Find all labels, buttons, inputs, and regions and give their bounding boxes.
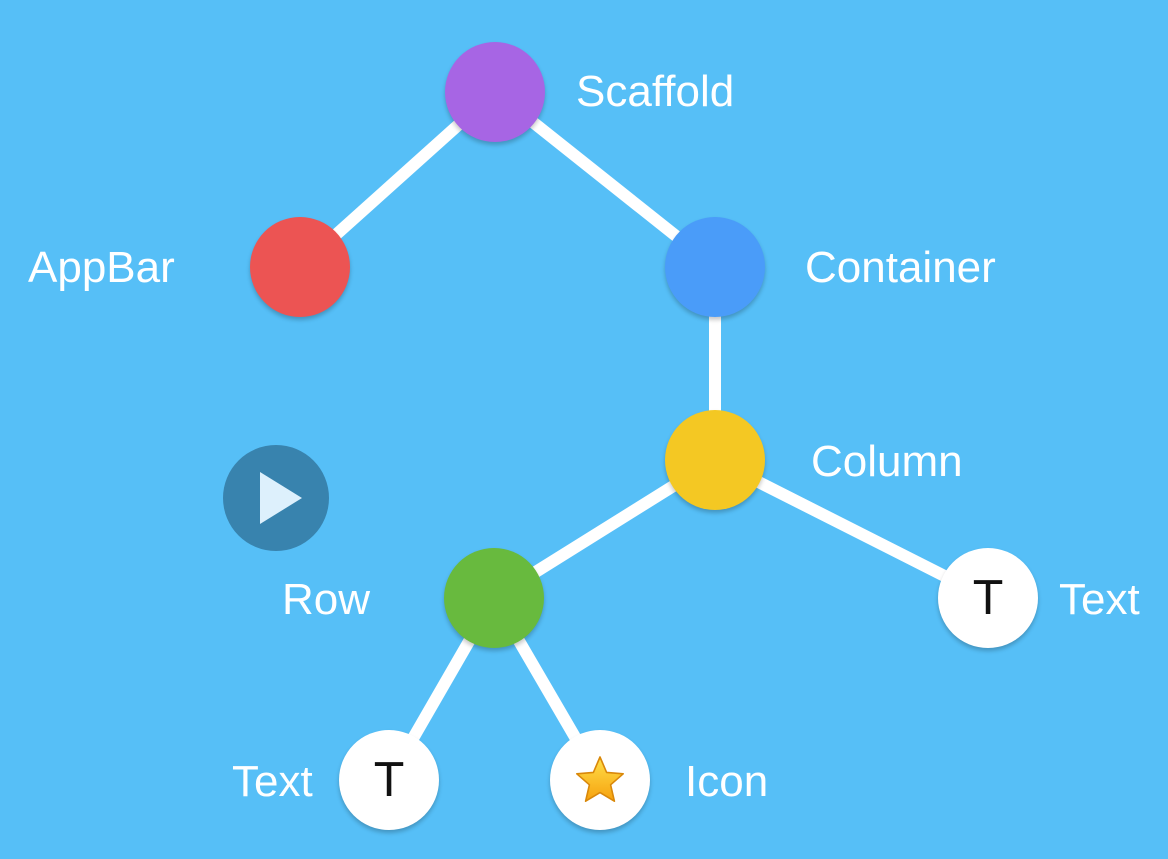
- icon-node: [550, 730, 650, 830]
- container-label: Container: [805, 243, 996, 292]
- text-node-left: T: [339, 730, 439, 830]
- appbar-label: AppBar: [28, 243, 175, 292]
- text-label-left: Text: [232, 757, 313, 806]
- play-button[interactable]: [223, 445, 329, 551]
- scaffold-label: Scaffold: [576, 67, 735, 116]
- appbar-node: [250, 217, 350, 317]
- text-glyph-icon: T: [374, 753, 404, 807]
- text-glyph-icon: T: [973, 571, 1003, 625]
- scaffold-node: [445, 42, 545, 142]
- row-label: Row: [282, 575, 371, 624]
- icon-label: Icon: [685, 757, 769, 806]
- row-node: [444, 548, 544, 648]
- column-label: Column: [811, 437, 963, 486]
- column-node: [665, 410, 765, 510]
- text-label-right: Text: [1059, 575, 1140, 624]
- text-node-right: T: [938, 548, 1038, 648]
- play-icon: [260, 472, 302, 524]
- star-icon: [575, 756, 625, 803]
- container-node: [665, 217, 765, 317]
